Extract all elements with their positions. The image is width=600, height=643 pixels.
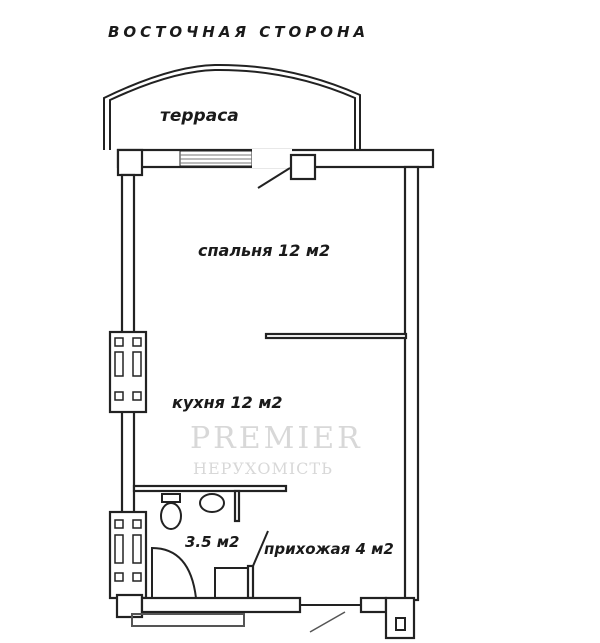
kitchen-label: кухня 12 м2 bbox=[172, 393, 283, 412]
left-wall bbox=[108, 173, 148, 602]
orientation-title: ВОСТОЧНАЯ СТОРОНА bbox=[108, 23, 369, 41]
watermark: PREMIER НЕРУХОМІСТЬ bbox=[190, 421, 363, 478]
hallway-label: прихожая 4 м2 bbox=[264, 540, 394, 558]
terrace-label: терраса bbox=[160, 106, 239, 126]
terrace: терраса bbox=[103, 63, 361, 150]
top-wall bbox=[116, 148, 435, 189]
bottom-wall bbox=[115, 593, 416, 640]
partition-wall bbox=[264, 332, 408, 340]
bedroom-label: спальня 12 м2 bbox=[198, 241, 330, 260]
sink-icon bbox=[199, 493, 225, 513]
shower-icon bbox=[151, 546, 197, 599]
door-swing bbox=[257, 167, 291, 189]
watermark-brand: PREMIER bbox=[190, 421, 363, 456]
watermark-subtitle: НЕРУХОМІСТЬ bbox=[193, 459, 333, 478]
right-wall bbox=[403, 165, 420, 602]
bathroom bbox=[132, 484, 288, 600]
toilet-icon bbox=[160, 502, 182, 530]
bathroom-label: 3.5 м2 bbox=[185, 533, 240, 551]
